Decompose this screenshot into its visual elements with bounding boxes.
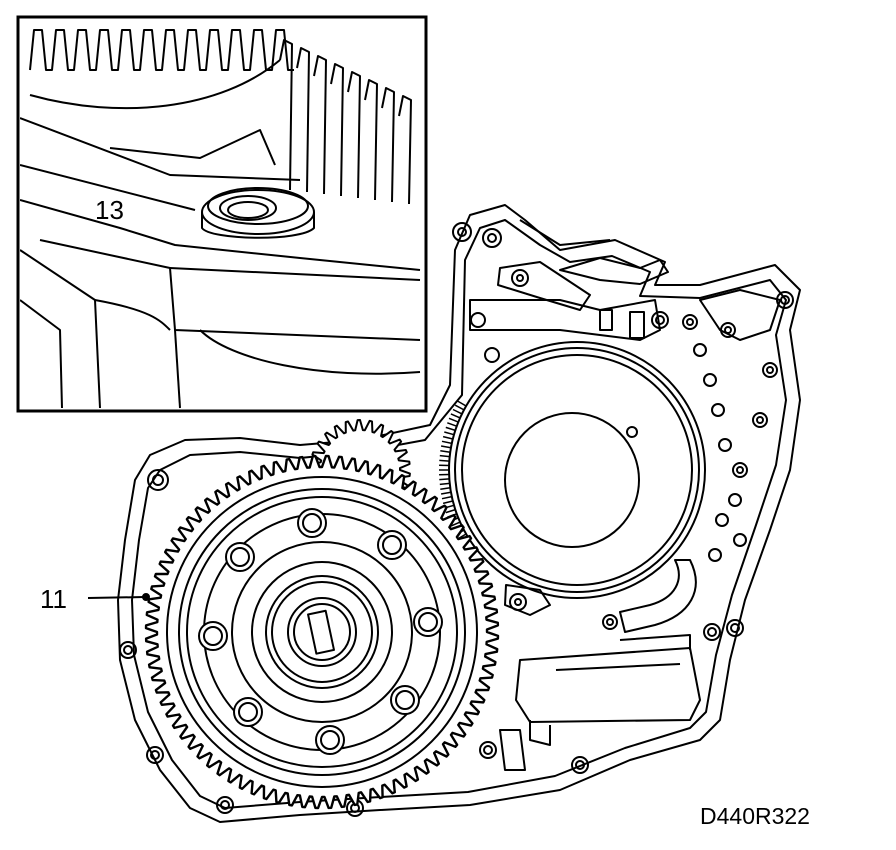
valve-body-linkage (469, 219, 781, 341)
valve-block (499, 634, 701, 771)
shaft-seal (201, 187, 315, 239)
housing-outline (117, 204, 801, 823)
housing-bolts (119, 222, 794, 817)
callout-11-label: 11 (40, 584, 67, 614)
figure-code: D440R322 (700, 803, 810, 829)
callout-13-label: 13 (95, 195, 124, 225)
ring-gear-root (166, 476, 478, 788)
inset-detail (16, 15, 428, 413)
callout-11-leader (87, 596, 146, 599)
carrier-bolts (198, 508, 443, 755)
drum-serration (439, 400, 467, 540)
housing-inner-flange (131, 219, 787, 809)
inset-bevel-gear (279, 39, 412, 205)
inset-upper-gear (29, 29, 294, 71)
drum-serration-teeth (439, 400, 467, 540)
inset-bevel-teeth (279, 39, 412, 205)
